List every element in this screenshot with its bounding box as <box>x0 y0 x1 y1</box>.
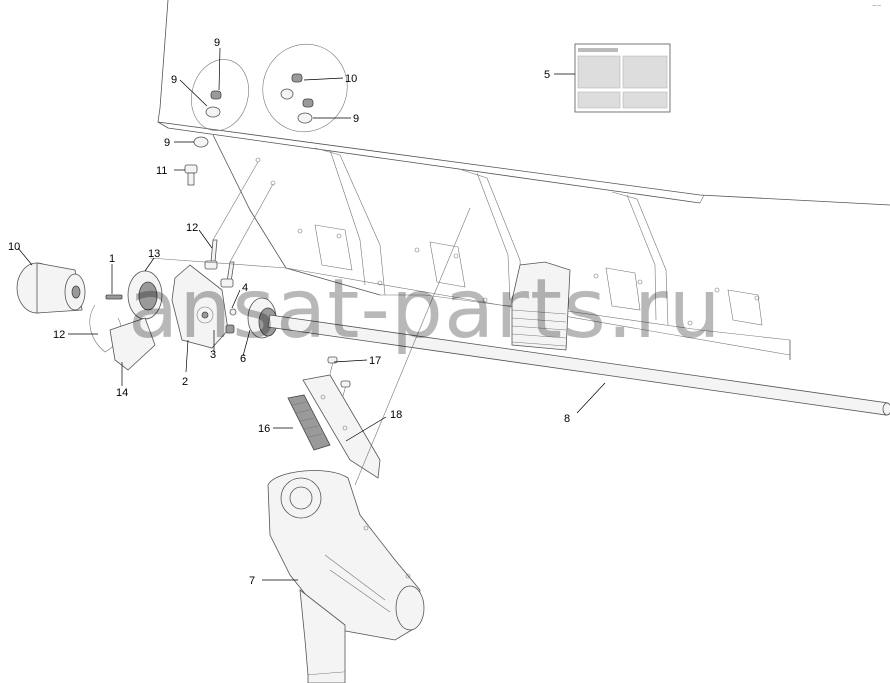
callout-9a: 9 <box>171 74 177 86</box>
callout-5: 5 <box>544 69 550 81</box>
callout-15: 14 <box>116 387 128 399</box>
callout-10b: 10 <box>345 73 357 85</box>
callout-3: 3 <box>210 349 216 361</box>
nut-icon <box>210 90 222 100</box>
callout-8: 8 <box>564 413 570 425</box>
screw-icon <box>229 308 237 316</box>
callout-7: 7 <box>249 575 255 587</box>
left-disc <box>191 59 249 131</box>
brush-strip <box>287 394 331 451</box>
bolt-top <box>184 164 198 186</box>
washer-icon <box>280 88 294 100</box>
nut-icon <box>291 73 303 83</box>
callout-13: 12 <box>53 329 65 341</box>
callout-9b: 9 <box>353 113 359 125</box>
bolt-lower-a <box>204 239 218 270</box>
motor-gearbox <box>267 207 471 683</box>
label-plate <box>574 43 671 113</box>
scraper-blade <box>302 374 381 479</box>
screw-17 <box>327 356 351 397</box>
drive-shaft <box>267 314 890 416</box>
callout-10a: 9 <box>214 37 220 49</box>
bolt-lower-b <box>220 261 235 288</box>
callout-6: 6 <box>240 353 246 365</box>
callout-17: 17 <box>369 355 381 367</box>
corner-mark: ⁻⁻ <box>872 2 882 12</box>
callout-1: 1 <box>109 253 115 265</box>
hopper-housing <box>157 0 890 360</box>
right-disc <box>262 43 348 133</box>
callout-14: 13 <box>148 248 160 260</box>
nut-icon <box>302 98 314 108</box>
callout-16: 16 <box>258 423 270 435</box>
washer-icon <box>193 136 209 148</box>
washer-icon <box>297 112 313 124</box>
callout-11: 10 <box>8 241 20 253</box>
callout-9c: 9 <box>164 137 170 149</box>
callout-2: 2 <box>182 376 188 388</box>
knob <box>16 262 86 314</box>
callout-12b: 12 <box>186 222 198 234</box>
gear-small <box>127 270 163 320</box>
washer-icon <box>205 106 221 118</box>
nut-icon <box>225 324 235 334</box>
callout-18: 18 <box>390 409 402 421</box>
leader-lines <box>17 47 606 581</box>
callout-12a: 11 <box>156 165 167 177</box>
gearbox-plate <box>171 264 229 349</box>
spring-clip <box>89 304 156 371</box>
callout-4: 4 <box>242 282 248 294</box>
pin-icon <box>105 294 123 300</box>
